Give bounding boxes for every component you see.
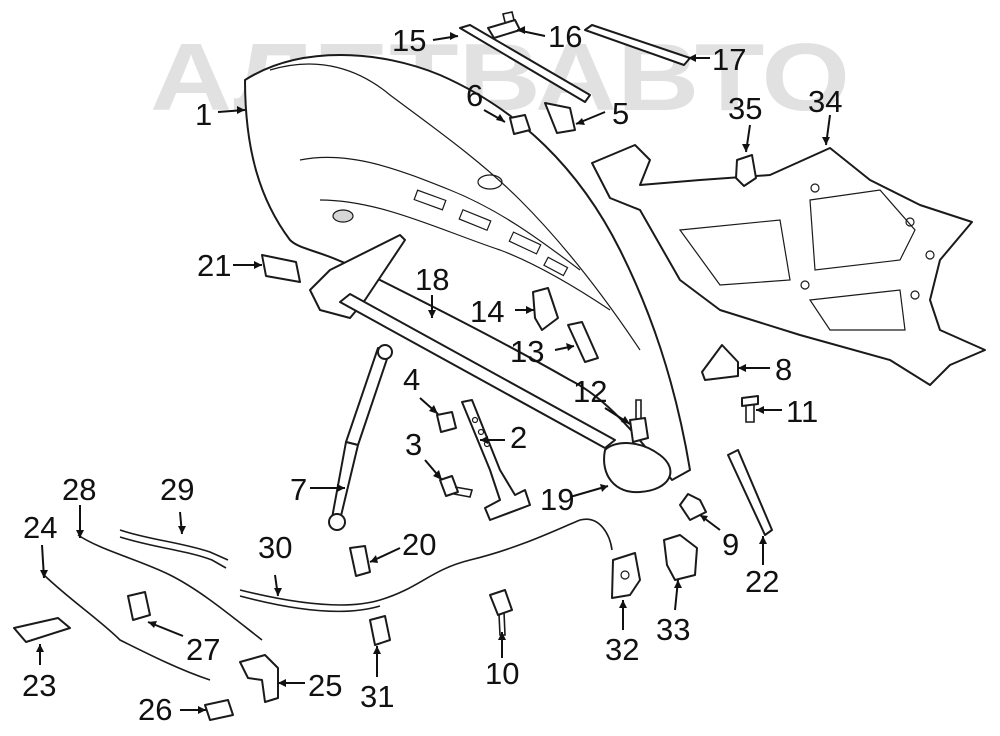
part-gas-strut-7: [328, 344, 393, 531]
part-bolt-3: [439, 475, 474, 498]
callout-3: 3: [405, 427, 422, 462]
part-bolt-26: [204, 699, 234, 721]
callout-19: 19: [540, 482, 574, 517]
part-bracket-25: [239, 654, 279, 703]
callout-34: 34: [808, 84, 842, 119]
callout-4: 4: [403, 362, 420, 397]
part-hood-insulation: [591, 144, 986, 386]
part-knob-10: [489, 589, 513, 636]
callout-18: 18: [415, 262, 449, 297]
callout-27: 27: [186, 632, 220, 667]
part-pad-21: [261, 254, 301, 283]
callout-23: 23: [22, 668, 56, 703]
callout-20: 20: [402, 527, 436, 562]
part-stop-6: [509, 114, 531, 135]
callout-12: 12: [573, 374, 607, 409]
callout-30: 30: [258, 530, 292, 565]
callout-31: 31: [360, 679, 394, 714]
callout-24: 24: [23, 510, 57, 545]
part-trim-22: [727, 449, 773, 536]
callout-29: 29: [160, 472, 194, 507]
callout-17: 17: [712, 42, 746, 77]
part-strip-18: [339, 293, 616, 449]
callout-11: 11: [786, 394, 818, 429]
callout-15: 15: [392, 23, 426, 58]
callout-labels: 1 2 3 4 5 6 7 8 9 10 11 12 13 14 15 16 1…: [22, 19, 842, 727]
callout-35: 35: [728, 91, 762, 126]
part-bracket-14: [532, 287, 559, 331]
part-bracket-13: [567, 321, 599, 363]
callout-33: 33: [656, 612, 690, 647]
callout-1: 1: [195, 97, 212, 132]
part-cable-29: [119, 529, 229, 569]
callout-28: 28: [62, 472, 96, 507]
part-bolt-11: [741, 395, 759, 423]
arrowheads: [36, 26, 830, 714]
part-cable-24: [43, 574, 211, 681]
callout-14: 14: [470, 294, 504, 329]
callout-16: 16: [548, 19, 582, 54]
part-stud-12: [629, 399, 649, 443]
part-hood-panel: [244, 54, 691, 494]
callout-10: 10: [485, 656, 519, 691]
part-clip-27: [127, 591, 151, 621]
part-cable-28: [77, 534, 263, 641]
part-handle-23: [13, 617, 71, 643]
callout-2: 2: [510, 420, 527, 455]
callout-21: 21: [197, 248, 231, 283]
part-bracket-5: [544, 102, 576, 134]
part-bracket-8: [701, 344, 739, 381]
callout-13: 13: [510, 334, 544, 369]
part-switch-31: [369, 615, 391, 646]
part-seal-15: [459, 24, 591, 103]
part-latch-9: [679, 493, 707, 521]
part-nut-4: [436, 411, 457, 433]
callout-8: 8: [775, 352, 792, 387]
callout-25: 25: [308, 668, 342, 703]
part-cable-30: [239, 518, 613, 613]
part-clip-35: [735, 154, 757, 187]
part-hinge-2: [461, 399, 531, 521]
callout-6: 6: [466, 78, 483, 113]
part-clip-20: [349, 545, 371, 577]
callout-7: 7: [290, 472, 307, 507]
part-handle-32: [611, 552, 641, 599]
callout-22: 22: [745, 564, 779, 599]
callout-9: 9: [722, 527, 739, 562]
callout-32: 32: [605, 632, 639, 667]
part-latch-33: [663, 534, 698, 581]
callout-5: 5: [612, 96, 629, 131]
callout-26: 26: [138, 692, 172, 727]
